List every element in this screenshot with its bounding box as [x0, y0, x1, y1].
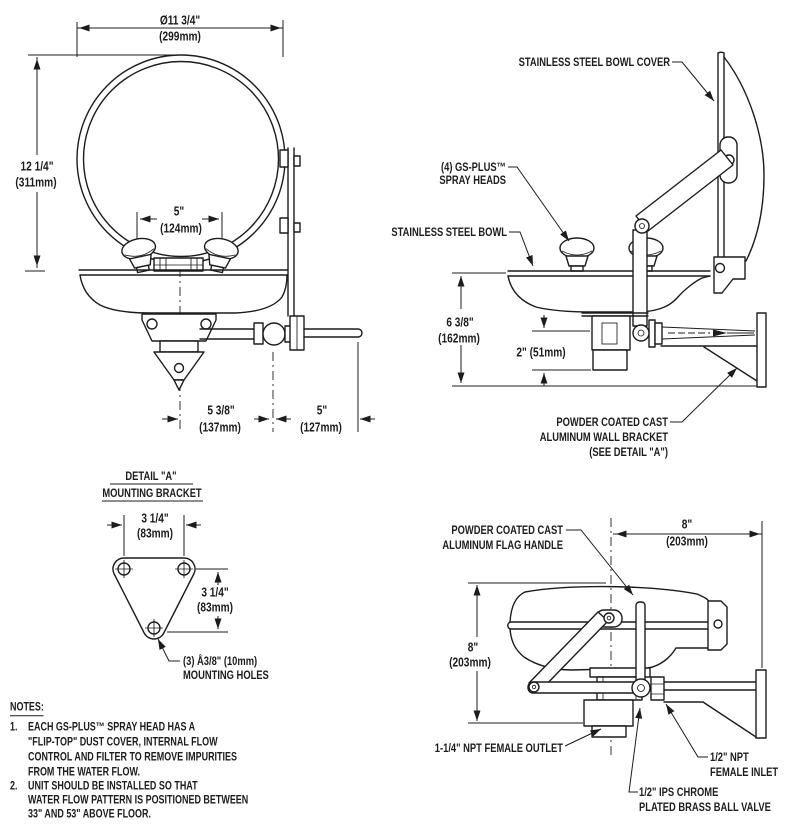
- dim-closed-height-label: 8": [467, 639, 479, 655]
- dim-closed-height-mm-label: (203mm): [449, 654, 491, 670]
- dim-valve-to-handle-label: 5": [316, 402, 328, 418]
- dim-diameter-mm-label: (299mm): [159, 28, 201, 44]
- detail-dim-height-mm-label: (83mm): [196, 599, 234, 615]
- flag-handle-label-line2: ALUMINUM FLAG HANDLE: [442, 538, 563, 552]
- flag-handle-label-line1: POWDER COATED CAST: [451, 523, 563, 537]
- note-line: EACH GS-PLUS™ SPRAY HEAD HAS A: [28, 721, 196, 734]
- dim-spray-spacing-mm-label: (124mm): [160, 220, 202, 236]
- dim-valve-height-label: 2" (51mm): [516, 344, 566, 360]
- detail-dim-width-mm-label: (83mm): [136, 525, 174, 541]
- dim-bowl-height-mm-label: (162mm): [438, 330, 480, 346]
- outlet-label: 1-1/4" NPT FEMALE OUTLET: [434, 741, 563, 755]
- detail-dim-width-label: 3 1/4": [141, 510, 169, 526]
- spray-heads-label-line2: SPRAY HEADS: [439, 173, 506, 187]
- note-line: UNIT SHOULD BE INSTALLED SO THAT: [28, 780, 198, 793]
- detail-dim-height-label: 3 1/4": [201, 584, 229, 600]
- notes-heading: NOTES:: [10, 702, 44, 716]
- dim-height-label: 12 1/4": [20, 158, 54, 174]
- bowl-label: STAINLESS STEEL BOWL: [391, 225, 507, 239]
- wall-bracket-label-line2: ALUMINUM WALL BRACKET: [539, 430, 668, 444]
- note-line: WATER FLOW PATTERN IS POSITIONED BETWEEN: [28, 794, 249, 807]
- inlet-label-line1: 1/2" NPT: [710, 750, 749, 764]
- note-number: 1.: [10, 721, 18, 734]
- wall-bracket-label-line1: POWDER COATED CAST: [556, 415, 668, 429]
- side-view-closed-linework: [468, 518, 767, 793]
- mounting-holes-label-line2: MOUNTING HOLES: [183, 668, 269, 682]
- dim-spray-spacing-label: 5": [173, 203, 185, 219]
- note-number: 2.: [10, 780, 18, 793]
- detail-a-title: DETAIL "A": [125, 469, 177, 483]
- dim-drain-to-valve-mm-label: (137mm): [199, 419, 241, 435]
- dim-drain-to-valve-label: 5 3/8": [207, 402, 235, 418]
- note-line: 33" AND 53" ABOVE FLOOR.: [28, 808, 151, 821]
- note-line: FROM THE WATER FLOW.: [28, 766, 140, 779]
- spray-heads-label-line1: (4) GS-PLUS™: [440, 160, 506, 174]
- dim-valve-to-handle-mm-label: (127mm): [300, 419, 342, 435]
- dim-depth-label: 8": [681, 516, 693, 532]
- bowl-cover-label: STAINLESS STEEL BOWL COVER: [518, 55, 670, 69]
- inlet-label-line2: FEMALE INLET: [710, 765, 779, 779]
- ball-valve-label-line1: 1/2" IPS CHROME: [639, 785, 719, 799]
- detail-a-linework: [102, 483, 228, 662]
- note-line: CONTROL AND FILTER TO REMOVE IMPURITIES: [28, 751, 237, 764]
- dim-height-mm-label: (311mm): [15, 174, 57, 190]
- note-line: "FLIP-TOP" DUST COVER, INTERNAL FLOW: [28, 736, 218, 749]
- dim-diameter-label: Ø11 3/4": [159, 12, 201, 28]
- wall-bracket-label-line3: (SEE DETAIL "A"): [589, 445, 668, 459]
- mounting-holes-label-line1: (3) Å3/8" (10mm): [183, 654, 258, 668]
- side-view-open-linework: [452, 51, 767, 423]
- detail-a-subtitle: MOUNTING BRACKET: [102, 486, 202, 500]
- front-view-linework: [25, 20, 375, 432]
- dim-depth-mm-label: (203mm): [666, 533, 708, 549]
- ball-valve-label-line2: PLATED BRASS BALL VALVE: [639, 800, 771, 814]
- dim-bowl-height-label: 6 3/8": [446, 314, 474, 330]
